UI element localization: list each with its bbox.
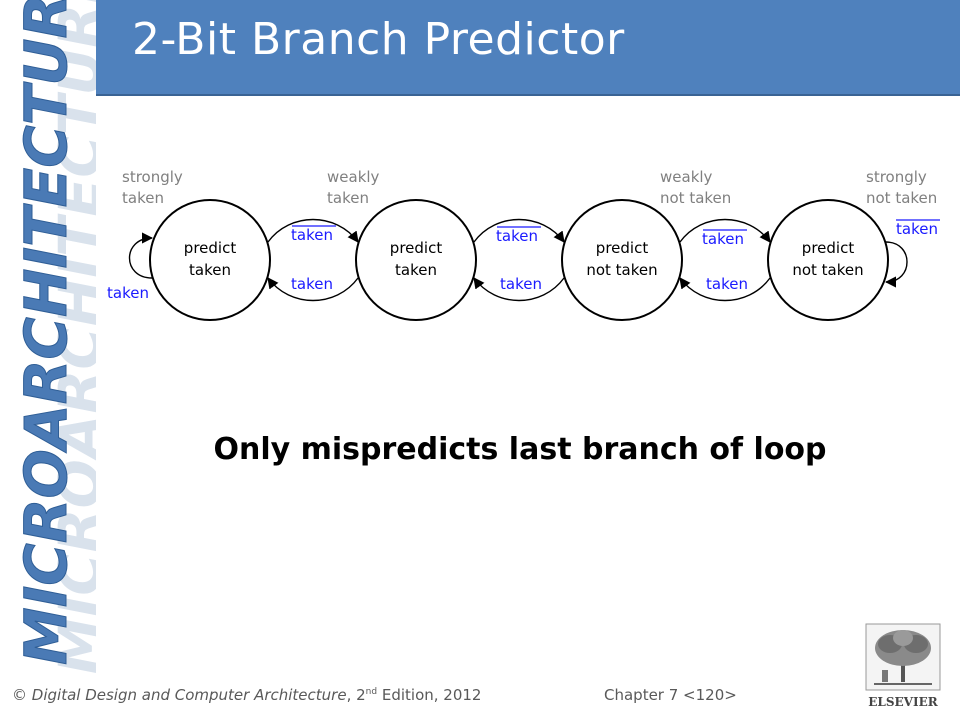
header-bar: 2-Bit Branch Predictor (96, 0, 960, 96)
edition-prefix: , 2 (346, 686, 366, 704)
state-1-label-line1: predict (184, 239, 237, 257)
label-state3-to-state4: taken (702, 230, 744, 248)
label-state3-to-state2: taken (500, 275, 542, 293)
state-2-label-line2: taken (395, 261, 437, 279)
edition-suffix: Edition, 2012 (377, 686, 482, 704)
arrow-state3-to-state2 (473, 277, 565, 302)
state-2-label-line1: predict (390, 239, 443, 257)
state-1-label-line2: taken (189, 261, 231, 279)
state-1-heading-line2: taken (122, 189, 164, 207)
side-title-reflection: MICROARCHITECTURE (46, 0, 96, 675)
state-3-heading-line1: weakly (660, 168, 713, 186)
arrow-state4-to-state3 (679, 277, 771, 302)
caption: Only mispredicts last branch of loop (213, 432, 827, 467)
label-state2-to-state3: taken (496, 227, 538, 245)
label-state1-to-state2: taken (291, 226, 333, 244)
state-4-label-line2: not taken (792, 261, 863, 279)
chapter-page: Chapter 7 <120> (604, 686, 737, 704)
state-3-circle (561, 199, 683, 321)
self-loop-left-label: taken (107, 284, 149, 302)
state-4-heading-line1: strongly (866, 168, 927, 186)
label-state2-to-state1: taken (291, 275, 333, 293)
state-3-label-line1: predict (596, 239, 649, 257)
state-2-circle (355, 199, 477, 321)
state-2-heading-line1: weakly (327, 168, 380, 186)
arrow-state2-to-state3 (473, 218, 565, 243)
self-loop-right-arrow (884, 241, 908, 288)
arrow-state1-to-state2 (267, 218, 359, 243)
state-1-circle (149, 199, 271, 321)
state-4-heading-line2: not taken (866, 189, 937, 207)
side-title-text: MICROARCHITECTURE (12, 0, 80, 665)
edition-sup: nd (365, 687, 378, 697)
arrow-state2-to-state1 (267, 277, 359, 302)
label-state4-to-state3: taken (706, 275, 748, 293)
publisher-name: ELSEVIER (868, 695, 938, 709)
state-2-heading-line2: taken (327, 189, 369, 207)
footer-copyright: © Digital Design and Computer Architectu… (12, 686, 481, 704)
copyright-symbol: © (12, 686, 27, 704)
arrow-state3-to-state4 (679, 218, 771, 243)
state-1-heading-line1: strongly (122, 168, 183, 186)
state-4-circle (767, 199, 889, 321)
self-loop-right-label: taken (896, 220, 938, 238)
side-title: MICROARCHITECTURE MICROARCHITECTURE (0, 0, 97, 690)
state-4-label-line1: predict (802, 239, 855, 257)
page-title: 2-Bit Branch Predictor (132, 14, 625, 65)
book-title: Digital Design and Computer Architecture (31, 686, 347, 704)
state-3-heading-line2: not taken (660, 189, 731, 207)
self-loop-left-arrow (128, 232, 154, 279)
state-3-label-line2: not taken (586, 261, 657, 279)
state-diagram: strongly taken weakly taken weakly not t… (107, 168, 940, 321)
publisher-logo: ELSEVIER (860, 622, 946, 712)
